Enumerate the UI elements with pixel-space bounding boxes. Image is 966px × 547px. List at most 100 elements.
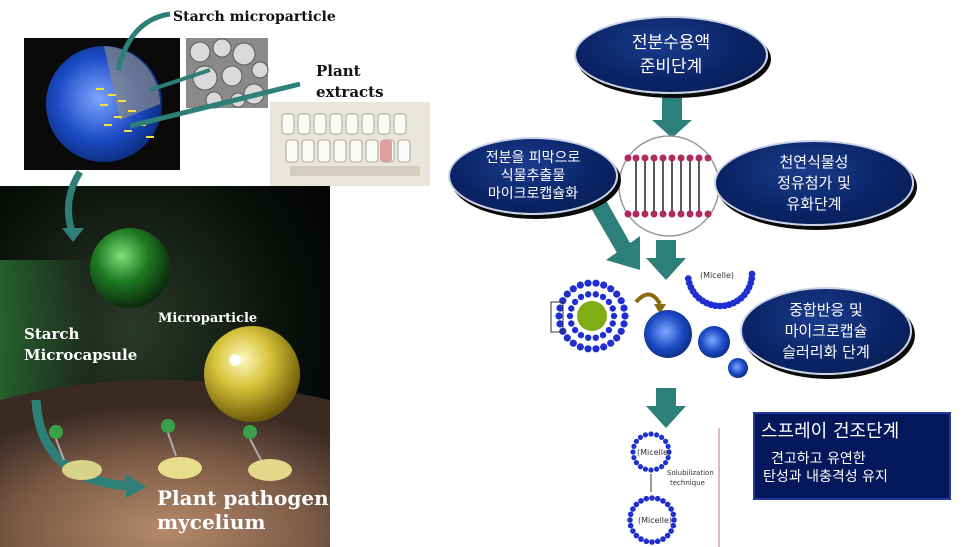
micelle-dot bbox=[633, 460, 640, 466]
label-microparticle: Microparticle bbox=[158, 311, 258, 326]
step1-line1: 전분수용액 bbox=[631, 33, 711, 53]
micelle-dot bbox=[584, 279, 592, 287]
down-arrow-1 bbox=[652, 94, 692, 138]
micelle-dot bbox=[665, 455, 671, 461]
step3-line1: 중합반응 및 bbox=[789, 300, 863, 319]
micelle-dot bbox=[605, 326, 613, 334]
micelle-dot bbox=[666, 449, 672, 455]
micelle-dot bbox=[576, 343, 584, 351]
micelle-dot bbox=[654, 466, 660, 472]
step3-line2: 마이크로캡슐 bbox=[784, 321, 868, 340]
micelle-dot bbox=[592, 334, 599, 341]
micelle-dot bbox=[577, 331, 585, 339]
micelle-dot bbox=[592, 279, 600, 287]
coat-line2: 식물추출물 bbox=[500, 168, 566, 184]
micelle-dot bbox=[648, 431, 654, 437]
micelle-dot bbox=[620, 320, 628, 328]
brown-curved-arrow bbox=[634, 292, 662, 306]
label-microcapsule: Microcapsule bbox=[24, 346, 138, 364]
down-arrow-3 bbox=[646, 388, 686, 428]
micelle-dot bbox=[585, 291, 592, 298]
coat-line3: 마이크로캡슐화 bbox=[487, 186, 579, 202]
micelle-ring-a bbox=[630, 431, 672, 473]
micelle-bracket bbox=[550, 301, 564, 333]
green-core bbox=[577, 301, 607, 331]
label-plant-pathogen: Plant pathogen bbox=[157, 486, 329, 510]
micelle-dot bbox=[613, 334, 621, 342]
membrane-lines bbox=[635, 160, 700, 212]
micelle-dot bbox=[637, 434, 644, 440]
micelle-dot bbox=[609, 305, 616, 312]
micelle-dot bbox=[563, 334, 571, 342]
micelle-dot bbox=[670, 522, 677, 529]
curved-arrow-mycelium bbox=[31, 399, 131, 491]
micelle-dot bbox=[684, 275, 692, 282]
micelle-dot bbox=[617, 327, 625, 335]
blue-sphere-large bbox=[644, 310, 692, 358]
micelle-dot bbox=[648, 467, 654, 473]
membrane-heads-top bbox=[624, 154, 712, 162]
micelle-dot bbox=[599, 293, 607, 301]
micelle-dot bbox=[663, 460, 669, 466]
micelle-dot bbox=[556, 304, 564, 312]
micelle-dot bbox=[600, 281, 608, 289]
micelle-dot bbox=[592, 345, 600, 353]
micelle-dot bbox=[633, 438, 640, 444]
micelle-dot bbox=[621, 312, 629, 320]
micelle-label-a: (Micelle) bbox=[637, 448, 672, 457]
micelle-dot bbox=[631, 443, 637, 449]
blue-sphere-medium bbox=[698, 326, 730, 358]
curved-arrow-left bbox=[64, 170, 83, 234]
blue-sphere-small bbox=[728, 358, 748, 378]
left-illustration bbox=[0, 11, 430, 547]
micelle-dot bbox=[563, 290, 571, 298]
micelle-dot bbox=[654, 538, 661, 545]
micelle-dot bbox=[630, 528, 636, 534]
label-starch-microparticle: Starch microparticle bbox=[173, 9, 336, 25]
micelle-dot bbox=[638, 536, 644, 542]
micelle-dot bbox=[627, 517, 633, 523]
step1-line2: 준비단계 bbox=[639, 57, 703, 77]
surface-capsules bbox=[49, 419, 292, 481]
pointer-line-sem bbox=[149, 68, 211, 92]
micelle-dot bbox=[654, 432, 660, 438]
micelle-dot bbox=[555, 312, 563, 320]
process-diagram-graphics bbox=[550, 94, 756, 547]
micelle-dot bbox=[631, 455, 637, 461]
micelle-dot bbox=[659, 464, 665, 470]
micelle-dot bbox=[627, 522, 634, 529]
micelle-dot bbox=[649, 539, 655, 545]
micelle-dot bbox=[633, 532, 640, 539]
micelle-dot bbox=[585, 334, 592, 341]
micelle-dot bbox=[668, 528, 674, 534]
micelle-dot bbox=[620, 304, 628, 312]
micelle-ring-b bbox=[627, 495, 677, 545]
micelle-dot bbox=[610, 312, 618, 320]
micelle-dot bbox=[607, 339, 615, 347]
micelle-dot bbox=[576, 281, 584, 289]
spray-line1: 견고하고 유연한 bbox=[771, 451, 866, 467]
micelle-label-top: (Micelle) bbox=[700, 271, 735, 280]
micelle-dot bbox=[568, 305, 575, 312]
micelle-dot bbox=[668, 506, 674, 512]
micelle-dot bbox=[600, 343, 608, 351]
micelle-dot bbox=[633, 501, 640, 508]
micelle-dot bbox=[665, 443, 671, 449]
micelle-dot bbox=[605, 298, 613, 306]
micelle-dot bbox=[592, 291, 599, 298]
micelle-dot bbox=[660, 498, 666, 504]
micelle-dot bbox=[643, 538, 650, 545]
solubilization-label-2: technique bbox=[670, 479, 705, 487]
yellow-microparticle bbox=[204, 326, 300, 422]
step2-line1: 천연식물성 bbox=[779, 152, 849, 171]
spray-title: 스프레이 건조단계 bbox=[761, 421, 900, 442]
micelle-dot bbox=[654, 495, 661, 502]
membrane-heads-bottom bbox=[624, 210, 712, 218]
micelle-dot bbox=[607, 285, 615, 293]
micelle-dot bbox=[617, 297, 625, 305]
micelle-dot bbox=[556, 320, 564, 328]
